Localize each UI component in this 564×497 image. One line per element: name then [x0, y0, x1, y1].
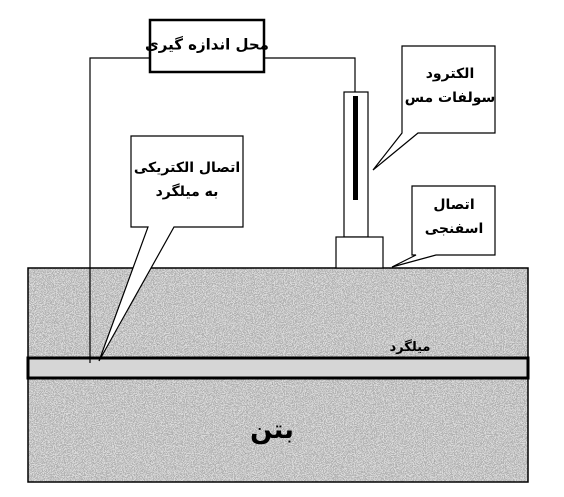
rebar-label: میلگرد — [390, 339, 431, 355]
concrete-label: بتن — [250, 415, 294, 445]
measurement-point-label: محل اندازه گیری — [145, 36, 269, 54]
sponge-label-line2: اسفنجی — [425, 221, 484, 237]
electrical-connection-callout: اتصال الکتریکی به میلگرد — [98, 135, 244, 362]
electrical-connection-label-line2: به میلگرد — [156, 183, 219, 200]
electrode-label-line2: سولفات مس — [405, 90, 496, 106]
sponge-callout: اتصال اسفنجی — [391, 185, 496, 268]
electrode-label-line1: الکترود — [426, 66, 475, 82]
electrode-tube — [343, 91, 369, 238]
wire-to-electrode — [264, 57, 356, 92]
rebar — [26, 356, 530, 380]
measurement-point-box: محل اندازه گیری — [145, 18, 269, 74]
electrode-callout: الکترود سولفات مس — [372, 45, 496, 171]
wire-to-rebar — [89, 57, 150, 363]
sponge-label-line1: اتصال — [433, 197, 474, 213]
electrical-connection-label-line1: اتصال الکتریکی — [134, 160, 240, 176]
sponge-contact — [335, 236, 384, 269]
